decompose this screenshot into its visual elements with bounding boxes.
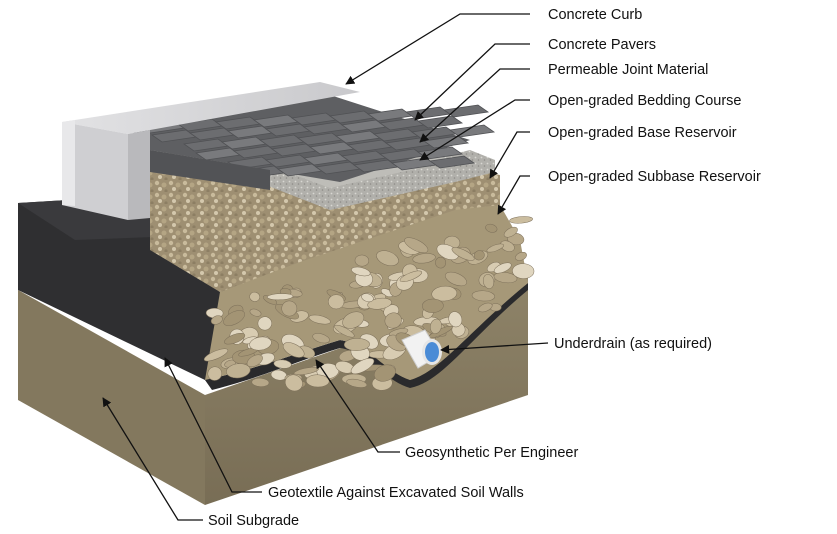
label-concrete-pavers: Concrete Pavers — [548, 37, 656, 53]
label-soil-subgrade: Soil Subgrade — [208, 513, 299, 529]
paver-brick — [442, 104, 490, 118]
stone — [374, 364, 396, 382]
stone — [485, 223, 498, 233]
label-permeable-joint-material: Permeable Joint Material — [548, 62, 708, 78]
stone — [334, 324, 355, 338]
stone — [266, 293, 294, 301]
stone — [305, 374, 330, 388]
label-base-reservoir: Open-graded Base Reservoir — [548, 125, 737, 141]
stone — [249, 336, 272, 351]
paver-brick — [422, 135, 470, 149]
stone — [308, 314, 331, 325]
stone — [500, 240, 515, 252]
leader-lines — [102, 13, 549, 521]
stone — [342, 311, 365, 329]
stone — [503, 226, 518, 238]
stone — [224, 332, 246, 345]
stone — [478, 302, 493, 313]
stone — [448, 311, 463, 328]
stone — [249, 291, 261, 302]
stone — [354, 254, 370, 267]
label-subbase-reservoir: Open-graded Subbase Reservoir — [548, 169, 761, 185]
stone — [515, 251, 527, 261]
stone — [431, 285, 458, 302]
stone — [282, 342, 305, 358]
stone — [493, 262, 512, 274]
stone — [223, 310, 245, 326]
stone — [273, 359, 292, 369]
callout-labels: Concrete Curb Concrete Pavers Permeable … — [208, 7, 761, 529]
paver-brick — [416, 115, 464, 129]
label-underdrain: Underdrain (as required) — [554, 336, 712, 352]
stone — [328, 294, 345, 310]
underdrain-pipe — [401, 329, 442, 369]
stone — [350, 358, 375, 375]
stone — [246, 354, 263, 368]
stone — [509, 216, 533, 224]
stone — [493, 272, 518, 284]
stone — [285, 374, 303, 392]
stone — [399, 270, 423, 283]
stone — [451, 247, 475, 261]
stone — [343, 338, 370, 351]
stone — [412, 253, 436, 264]
stone — [312, 333, 330, 344]
stone — [203, 348, 229, 362]
stone — [486, 243, 504, 253]
stone — [207, 366, 223, 381]
stone — [281, 300, 298, 317]
stone — [445, 271, 467, 287]
paver-brick — [428, 155, 476, 169]
stone — [512, 263, 535, 279]
stone — [226, 363, 251, 379]
stone — [421, 298, 444, 313]
stone — [404, 237, 429, 253]
label-bedding-course: Open-graded Bedding Course — [548, 93, 741, 109]
stone — [384, 312, 402, 329]
subbase-reservoir — [203, 205, 535, 392]
stone — [471, 290, 496, 302]
stone — [376, 250, 399, 266]
stone — [346, 378, 368, 388]
stone — [249, 308, 262, 317]
stone — [351, 266, 371, 277]
stone — [435, 256, 447, 269]
stone — [361, 293, 374, 303]
stone — [482, 274, 495, 289]
stone — [257, 316, 272, 331]
stone — [430, 318, 442, 334]
base-reservoir-layer — [150, 160, 500, 292]
label-concrete-curb: Concrete Curb — [548, 7, 642, 23]
stone — [210, 315, 223, 325]
subbase-stones — [203, 216, 535, 392]
stone — [367, 297, 392, 310]
label-geotextile: Geotextile Against Excavated Soil Walls — [268, 485, 524, 501]
concrete-curb — [62, 82, 360, 220]
stone — [473, 250, 485, 261]
stone — [251, 377, 270, 387]
label-geosynthetic: Geosynthetic Per Engineer — [405, 445, 578, 461]
